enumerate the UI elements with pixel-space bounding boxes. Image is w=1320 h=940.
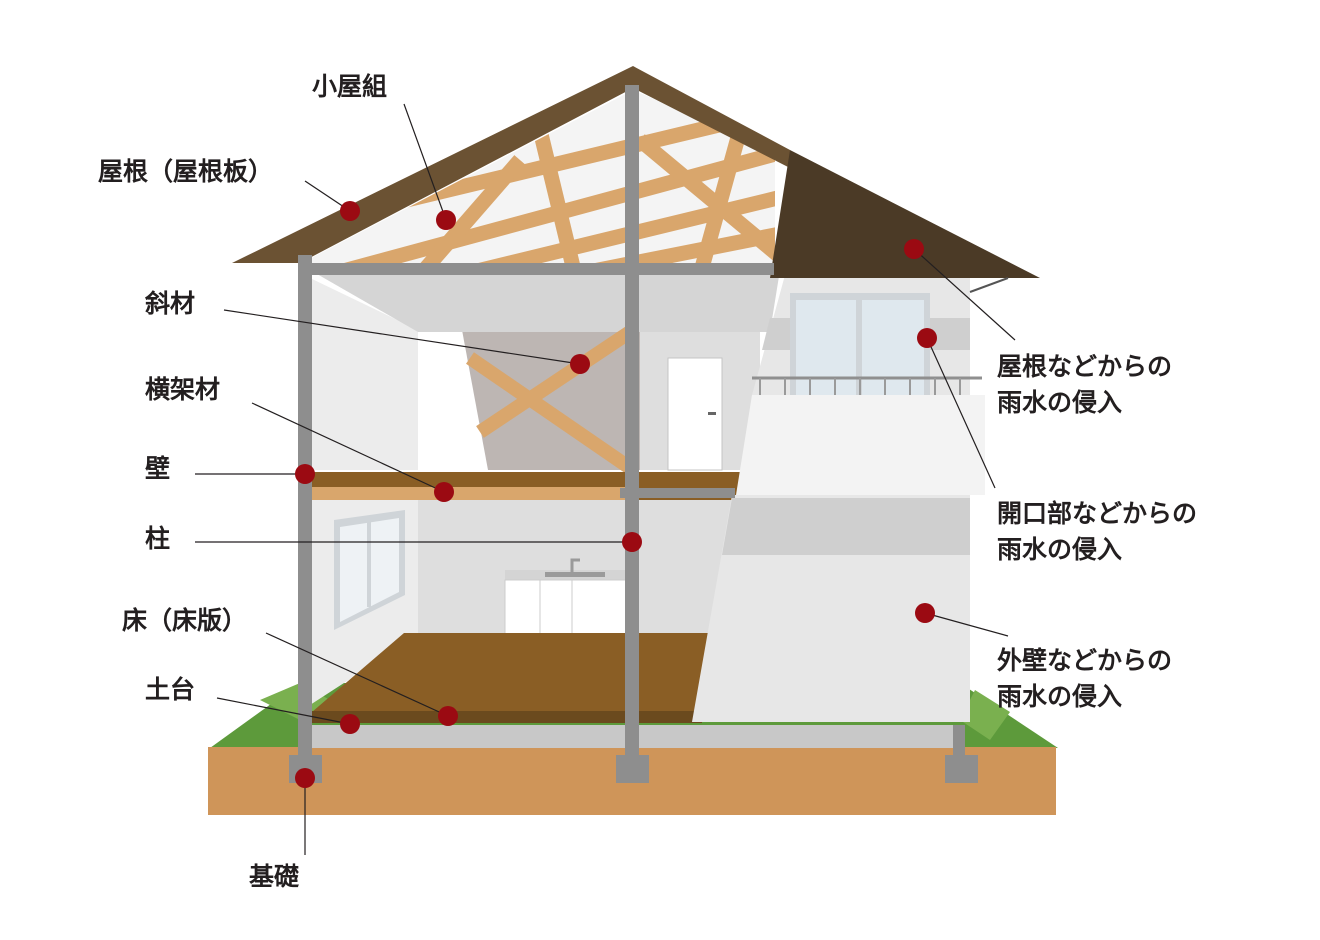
label-foundation: 基礎 — [249, 860, 299, 894]
label-roof-rain-line1: 屋根などからの — [997, 349, 1237, 385]
label-beam: 横架材 — [145, 373, 220, 407]
label-sill: 土台 — [145, 673, 195, 707]
sill — [312, 711, 702, 723]
marker-sill — [340, 714, 360, 734]
label-brace: 斜材 — [145, 287, 195, 321]
marker-koyagumi — [436, 210, 456, 230]
marker-wall-rain — [915, 603, 935, 623]
marker-opening-rain — [917, 328, 937, 348]
marker-roof-rain — [904, 239, 924, 259]
label-column: 柱 — [145, 522, 170, 556]
balcony — [736, 395, 985, 495]
marker-column — [622, 532, 642, 552]
label-wall-rain: 外壁などからの 雨水の侵入 — [997, 643, 1237, 715]
label-roof-rain-line2: 雨水の侵入 — [997, 385, 1237, 421]
marker-wall — [295, 464, 315, 484]
marker-brace — [570, 354, 590, 374]
marker-foundation — [295, 768, 315, 788]
second-floor-interior — [310, 270, 780, 470]
marker-roof-board — [340, 201, 360, 221]
label-roof-board: 屋根（屋根板） — [98, 155, 273, 189]
label-roof-rain: 屋根などからの 雨水の侵入 — [997, 349, 1237, 421]
label-opening-rain: 開口部などからの 雨水の侵入 — [997, 496, 1237, 568]
label-koyagumi: 小屋組 — [312, 70, 387, 104]
marker-beam — [434, 482, 454, 502]
label-opening-rain-line1: 開口部などからの — [997, 496, 1237, 532]
label-wall-rain-line1: 外壁などからの — [997, 643, 1237, 679]
marker-floor — [438, 706, 458, 726]
label-wall: 壁 — [145, 452, 170, 486]
label-opening-rain-line2: 雨水の侵入 — [997, 532, 1237, 568]
label-floor: 床（床版） — [122, 604, 247, 638]
label-wall-rain-line2: 雨水の侵入 — [997, 679, 1237, 715]
